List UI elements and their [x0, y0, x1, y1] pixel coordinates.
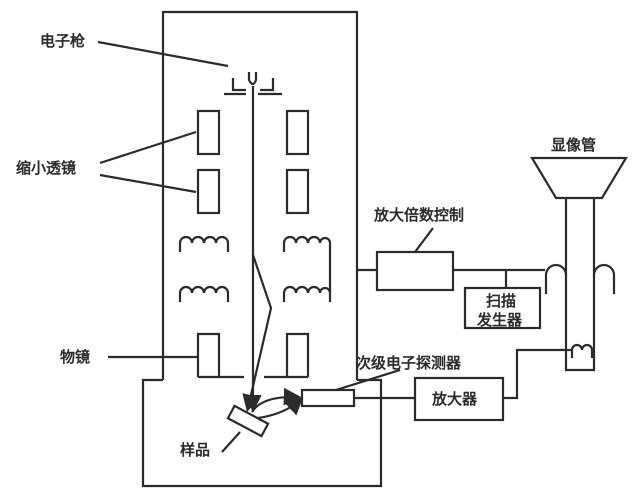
label-sample: 样品	[180, 441, 210, 459]
scan-coil-left-1	[178, 235, 230, 252]
crt-screen	[530, 156, 628, 200]
label-magnification-control: 放大倍数控制	[373, 206, 464, 224]
condenser-lens-right-2	[285, 168, 310, 215]
magnification-control-box	[375, 250, 455, 292]
label-scan-generator-2: 发生器	[476, 311, 523, 329]
label-crt: 显像管	[551, 136, 596, 154]
scan-coil-right-2	[282, 285, 332, 302]
objective-lens-left	[196, 332, 244, 379]
condenser-lens-left-1	[196, 109, 221, 156]
label-amplifier: 放大器	[431, 390, 478, 408]
scan-generator-box	[463, 286, 542, 330]
scan-coil-right-1	[282, 235, 332, 302]
condenser-lens-right-1	[285, 109, 310, 156]
crt-deflection-coil-right	[592, 263, 616, 294]
crt-neck	[564, 198, 596, 372]
crt-deflection-coil-left	[544, 263, 568, 294]
amplifier-to-crt-wire	[503, 348, 572, 400]
specimen-chamber	[141, 378, 383, 488]
scan-coil-left-2	[178, 285, 230, 302]
sample-icon	[221, 404, 270, 453]
electron-gun-icon	[224, 72, 282, 96]
label-scan-generator-1: 扫描	[486, 292, 516, 310]
label-objective-lens: 物镜	[60, 348, 90, 366]
secondary-electron-path-2	[257, 396, 304, 420]
column-outline	[161, 10, 359, 380]
secondary-detector	[300, 388, 356, 408]
crt-electron-gun	[570, 343, 594, 358]
objective-lens-right	[264, 332, 310, 379]
condenser-lens-left-2	[196, 168, 221, 215]
label-electron-gun: 电子枪	[40, 32, 85, 50]
secondary-electron-path-1	[251, 387, 302, 413]
label-condenser-lens: 缩小透镜	[16, 159, 76, 177]
scan-beam	[242, 254, 273, 413]
label-secondary-detector: 次级电子探测器	[356, 354, 462, 372]
